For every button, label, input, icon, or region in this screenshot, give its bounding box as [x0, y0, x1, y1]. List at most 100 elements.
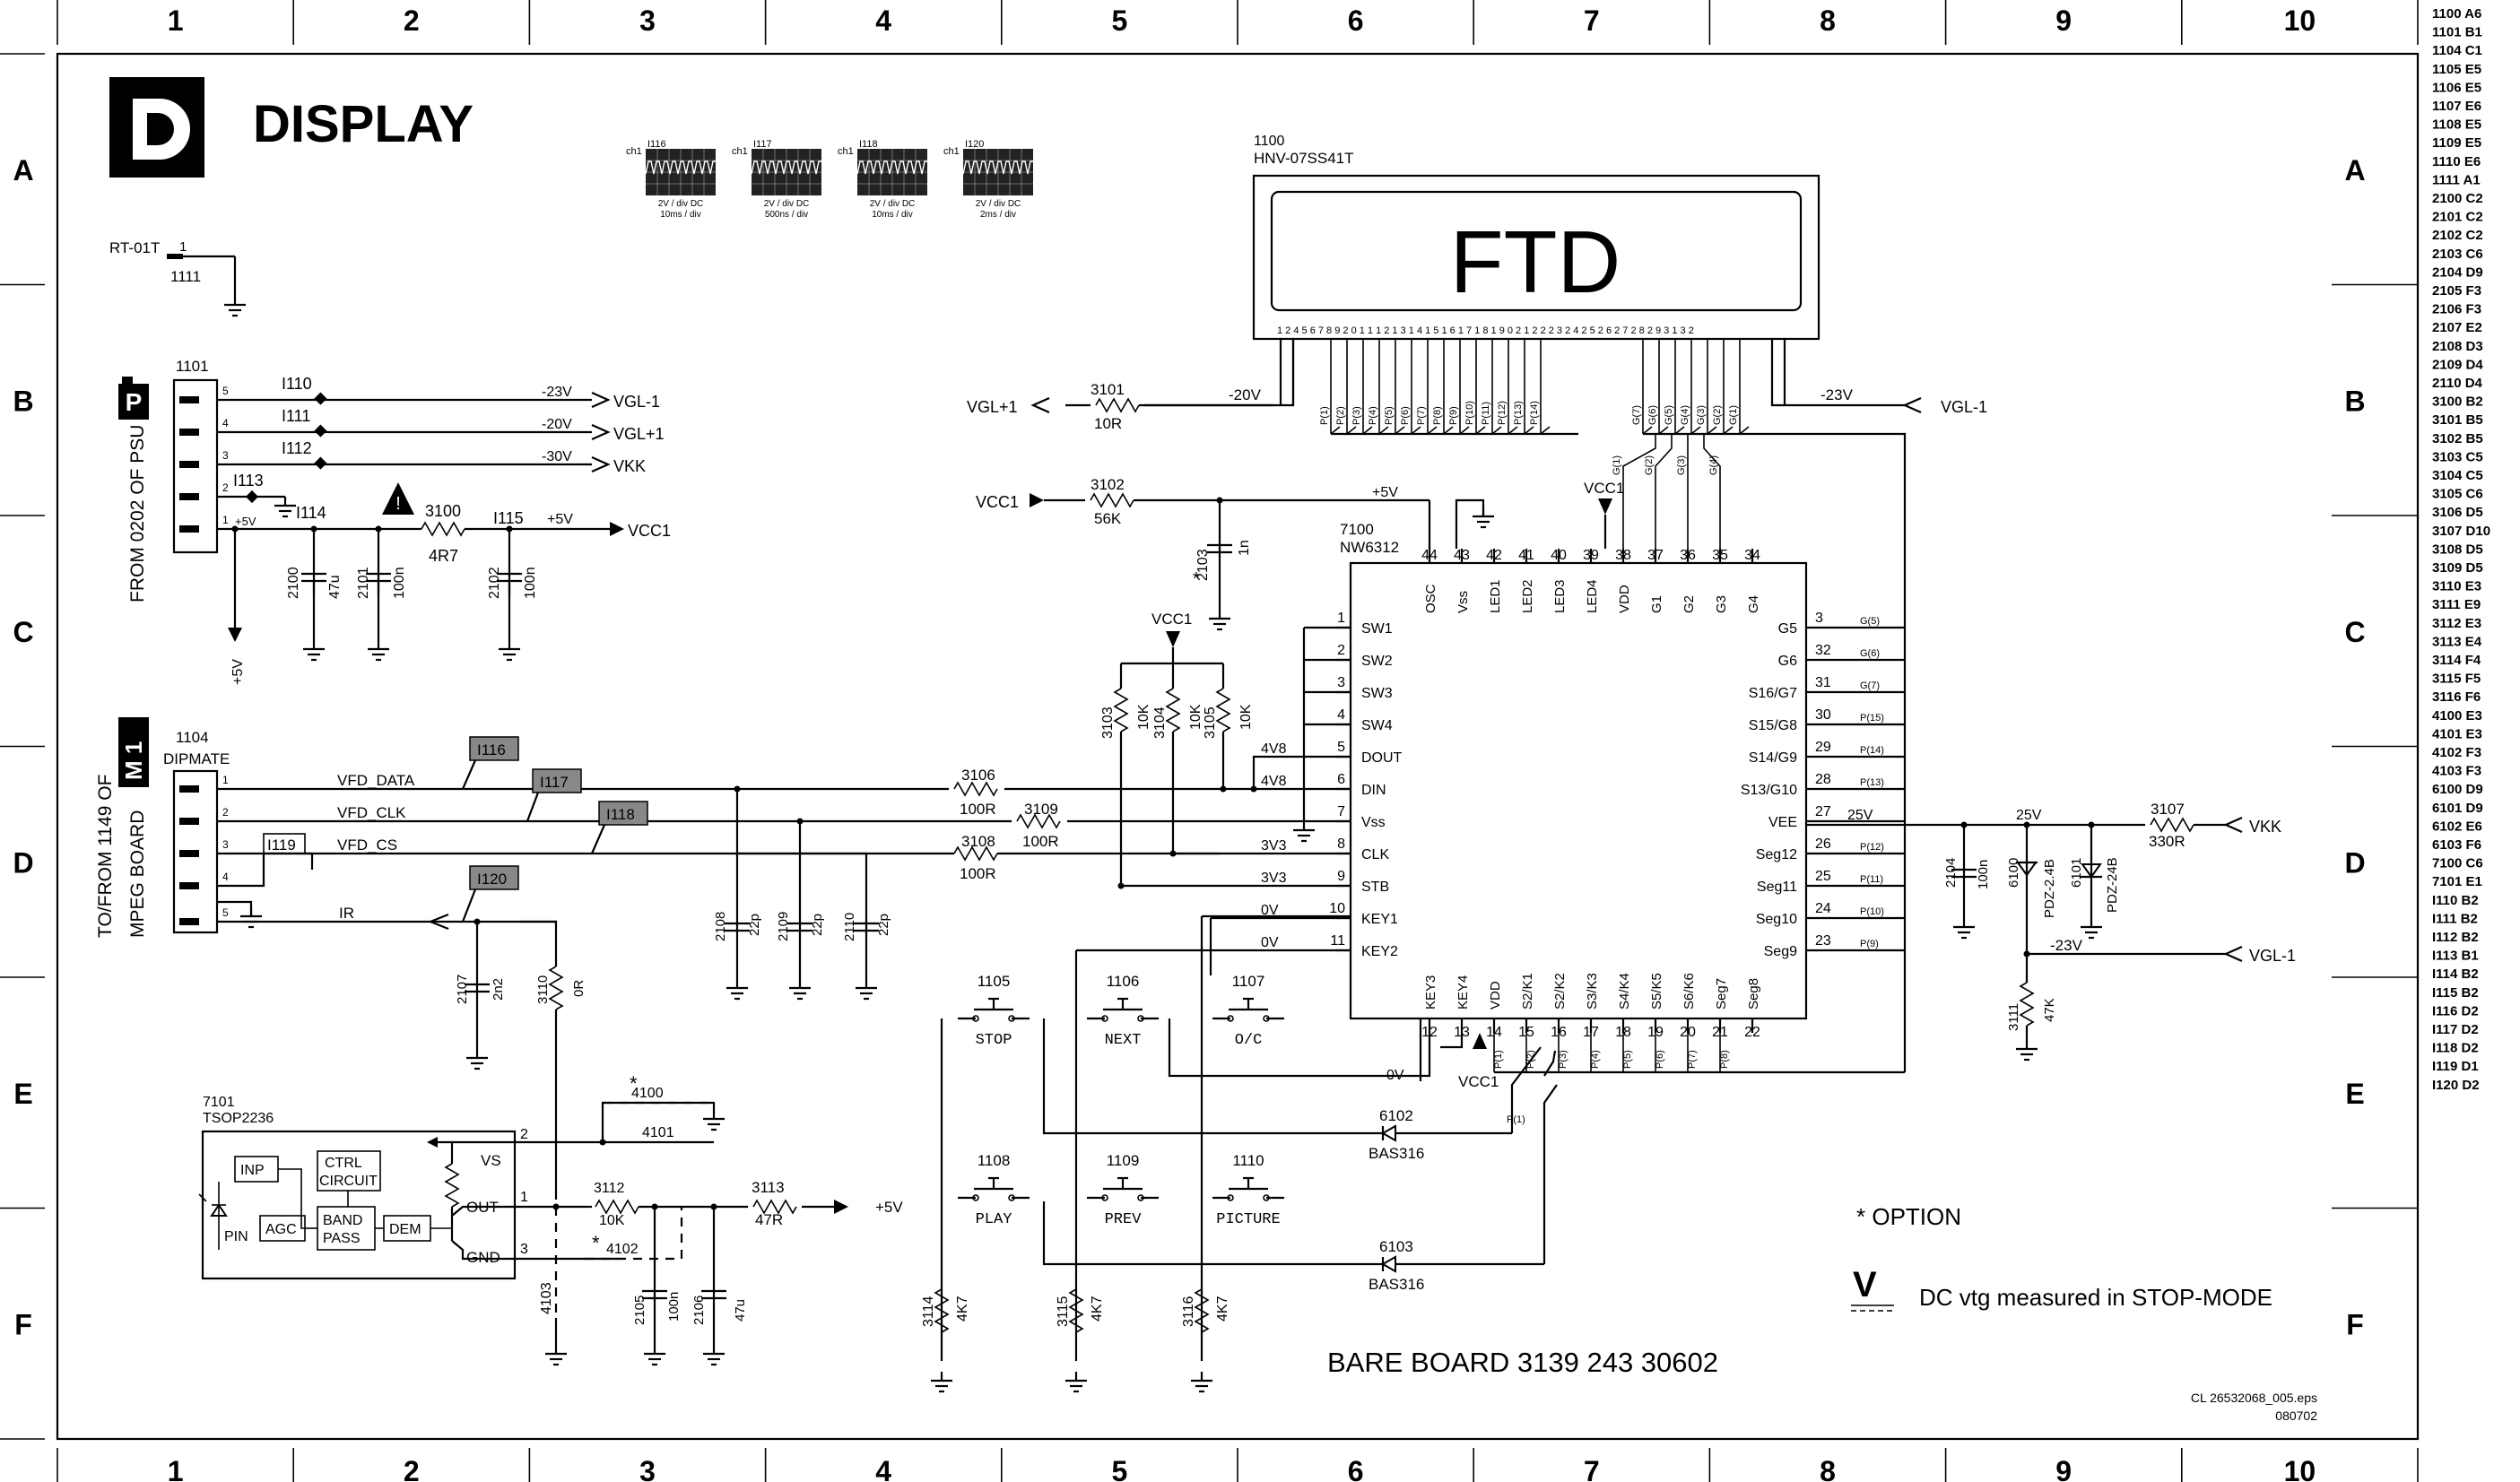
index-entry: 2106 F3 [2432, 302, 2481, 317]
button-ref: 1110 [1232, 1152, 1264, 1169]
col-label-bottom: 8 [1820, 1455, 1836, 1482]
button-ref: 1105 [978, 973, 1011, 990]
r3101-ref: 3101 [1091, 381, 1125, 398]
c2107-val: 2n2 [491, 978, 506, 1001]
r3104-val: 10K [1188, 704, 1204, 730]
index-entry: 2107 E2 [2432, 320, 2482, 335]
index-entry: 3110 E3 [2432, 579, 2481, 594]
r3101-val: 10R [1094, 415, 1122, 432]
vfd-p-label: P(4) [1368, 406, 1378, 425]
rx-circuit: CIRCUIT [319, 1174, 378, 1189]
col-label-top: 3 [639, 4, 656, 37]
vfd-label: FTD [1450, 212, 1621, 311]
grid-lines-to-ic: G(1)G(2)G(3)G(4) [1612, 434, 1721, 549]
r3104-ref: 3104 [1152, 706, 1168, 739]
d6100-ref: 6100 [2006, 858, 2021, 888]
ic-right-pin-num: 31 [1815, 675, 1831, 690]
r3106-val: 100R [960, 801, 996, 818]
index-entry: 7100 C6 [2432, 856, 2483, 871]
d6101-val: PDZ-24B [2105, 857, 2120, 913]
net-vcc1-top: VCC1 [1584, 480, 1624, 497]
ic-top-pin-num: 36 [1680, 548, 1696, 563]
ic-bottom-pin-name: S6/K6 [1681, 973, 1697, 1010]
row-label-left: D [13, 846, 33, 879]
rx-gnd: GND [466, 1249, 500, 1266]
ic-top-pin-num: 42 [1486, 548, 1502, 563]
scope-time: 500ns / div [765, 210, 808, 220]
d6103-ref: 6103 [1379, 1238, 1413, 1255]
ic-top-pin-name: G4 [1746, 595, 1761, 613]
index-entry: 3102 B5 [2432, 431, 2483, 446]
r3108-ref: 3108 [961, 833, 995, 850]
svg-text:!: ! [395, 494, 401, 514]
index-entry: I120 D2 [2432, 1078, 2480, 1093]
index-entry: I115 B2 [2432, 985, 2479, 1001]
r3109-ref: 3109 [1024, 801, 1058, 818]
index-entry: 4101 E3 [2432, 726, 2482, 741]
ic-bottom-net: P(6) [1655, 1050, 1665, 1069]
index-entry: I114 B2 [2432, 966, 2479, 982]
ic-left-pin-name: SW1 [1361, 621, 1393, 637]
index-entry: 2110 D4 [2432, 376, 2483, 391]
tp-i117: I117 [540, 774, 569, 791]
vfd-p-label: P(10) [1464, 401, 1475, 425]
sig-ir: IR [339, 905, 354, 922]
vfd-g-label: G(4) [1680, 405, 1690, 425]
ic-right-pin-num: 25 [1815, 869, 1831, 884]
psu-pin-num: 4 [222, 417, 229, 429]
button-label: PREV [1105, 1211, 1143, 1228]
index-entry: 6101 D9 [2432, 801, 2483, 816]
index-entry: I110 B2 [2432, 893, 2479, 908]
c2106-val: 47u [733, 1299, 748, 1322]
index-entry: 3106 D5 [2432, 505, 2483, 520]
mpeg-pin [179, 882, 199, 889]
ic-right-net: P(12) [1860, 842, 1884, 853]
index-entry: 3103 C5 [2432, 449, 2483, 464]
ic-top-pin-num: 43 [1454, 548, 1470, 563]
scope-volts: 2V / div DC [976, 199, 1021, 209]
index-entry: 1101 B1 [2432, 25, 2482, 40]
mpeg-connector: 1104 DIPMATE M 1 TO/FROM 1149 OF MPEG BO… [95, 717, 1220, 938]
index-entry: I117 D2 [2432, 1022, 2479, 1037]
r3103-val: 10K [1136, 704, 1151, 730]
index-entry: 3104 C5 [2432, 468, 2483, 483]
index-entry: 2101 C2 [2432, 210, 2483, 225]
c2102-ref: 2102 [487, 567, 502, 599]
ic-right-pin-name: S14/G9 [1749, 750, 1797, 766]
tp-i114: I114 [296, 504, 326, 522]
opt-4102: 4102 [606, 1242, 639, 1257]
d6100-val: PDZ-2.4B [2042, 859, 2057, 918]
ic-left-pin-name: CLK [1361, 847, 1389, 862]
row-label-right: F [2346, 1308, 2364, 1340]
index-entry: I119 D1 [2432, 1059, 2479, 1074]
net-vgl-m1-b: VGL-1 [2249, 947, 2296, 965]
index-entry: 3111 E9 [2432, 597, 2481, 612]
ic-left-pin-num: 3 [1337, 675, 1345, 690]
index-entry: 3114 F4 [2432, 653, 2481, 668]
vfd-p-label: P(8) [1432, 406, 1443, 425]
mpeg-pin [179, 818, 199, 825]
vfd-pins: 1 2 4 5 6 7 8 9 2 0 1 1 1 2 1 3 1 4 1 5 … [1277, 325, 1694, 336]
psu-pin [179, 493, 199, 500]
row-label-right: E [2345, 1078, 2364, 1110]
ic-right-net: P(10) [1860, 906, 1884, 917]
tp-i116: I116 [477, 741, 506, 758]
ic-right-pin-num: 24 [1815, 901, 1831, 916]
scope-id: I116 [647, 139, 666, 150]
ic-left-pin-num: 8 [1337, 836, 1345, 852]
r3116-ref: 3116 [1181, 1296, 1196, 1327]
index-entry: 1110 E6 [2432, 154, 2481, 169]
net-0v-b: 0V [1261, 935, 1279, 950]
ic-left-pin-name: DOUT [1361, 750, 1403, 766]
svg-text:*: * [630, 1072, 638, 1095]
tp-i113: I113 [233, 472, 264, 490]
ic-bottom-pin-name: VDD [1488, 981, 1503, 1010]
pullups: VCC1 3103 10K 3104 10K 3105 10K 4V8 4V8 … [1074, 611, 1351, 1017]
col-label-top: 4 [875, 4, 891, 37]
ic-nw6312: 7100 NW6312 44OSC43Vss42LED141LED240LED3… [1329, 521, 1905, 1078]
ic-bottom-pin-num: 16 [1551, 1025, 1567, 1040]
psu-ref: 1101 [176, 358, 209, 375]
c2108-val: 22p [747, 914, 762, 936]
vfd-g-label: G(2) [1712, 405, 1723, 425]
